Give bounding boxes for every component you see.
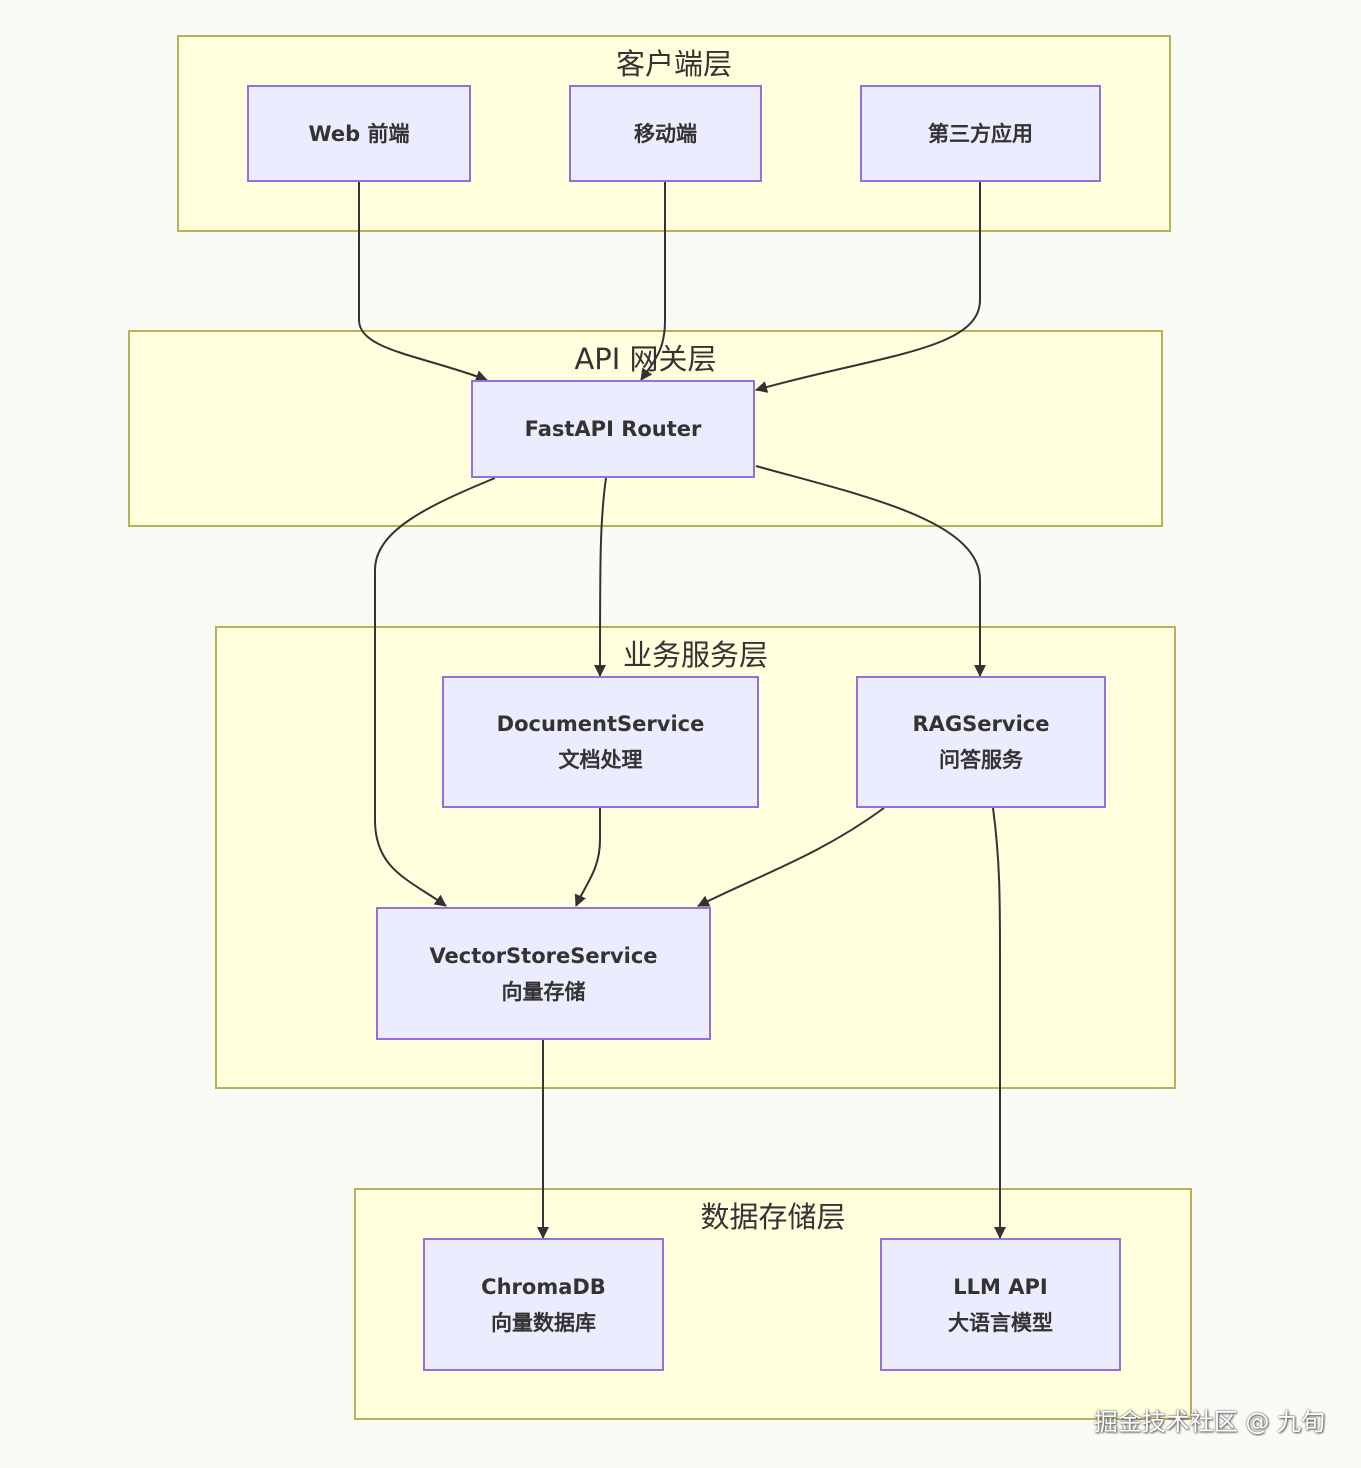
node-chromadb[interactable]: ChromaDB 向量数据库 [423, 1238, 664, 1371]
node-rag-service[interactable]: RAGService 问答服务 [856, 676, 1106, 808]
node-llm-api-label-zh: 大语言模型 [948, 1310, 1053, 1335]
layer-title-client: 客户端层 [615, 47, 732, 81]
edge-thirdparty-router [755, 182, 981, 393]
node-third-party-app[interactable]: 第三方应用 [860, 85, 1101, 182]
edge-web-router [358, 182, 488, 382]
node-document-service-label-en: DocumentService [496, 712, 705, 736]
node-rag-service-label-en: RAGService [912, 712, 1050, 736]
node-rag-service-label-zh: 问答服务 [939, 748, 1023, 772]
edge-ragservice-vectorstore [697, 807, 885, 907]
node-llm-api-label-en: LLM API [953, 1274, 1048, 1299]
node-mobile-label: 移动端 [634, 121, 697, 146]
node-document-service[interactable]: DocumentService 文档处理 [442, 676, 759, 808]
edge-router-docservice [594, 477, 607, 677]
node-chromadb-label-en: ChromaDB [481, 1274, 606, 1299]
node-vector-store-service[interactable]: VectorStoreService 向量存储 [376, 907, 711, 1040]
layer-title-storage: 数据存储层 [700, 1200, 846, 1234]
node-fastapi-router[interactable]: FastAPI Router [471, 380, 755, 478]
node-vector-store-service-label-en: VectorStoreService [429, 943, 658, 968]
node-web-frontend-label: Web 前端 [308, 121, 410, 146]
watermark: 掘金技术社区 @ 九旬 [1093, 1408, 1325, 1436]
node-llm-api[interactable]: LLM API 大语言模型 [880, 1238, 1121, 1371]
node-fastapi-router-label: FastAPI Router [524, 417, 702, 441]
node-document-service-label-zh: 文档处理 [558, 748, 643, 772]
node-third-party-app-label: 第三方应用 [928, 121, 1033, 146]
layer-title-service: 业务服务层 [622, 638, 768, 672]
edge-mobile-router [640, 182, 666, 381]
node-mobile[interactable]: 移动端 [569, 85, 762, 182]
edge-docservice-vectorstore [574, 808, 601, 907]
edge-router-vectorstore [374, 477, 496, 907]
edge-router-ragservice [755, 465, 986, 677]
node-web-frontend[interactable]: Web 前端 [247, 85, 471, 182]
edge-ragservice-llm [992, 807, 1006, 1239]
node-vector-store-service-label-zh: 向量存储 [501, 979, 586, 1004]
node-chromadb-label-zh: 向量数据库 [491, 1310, 596, 1335]
